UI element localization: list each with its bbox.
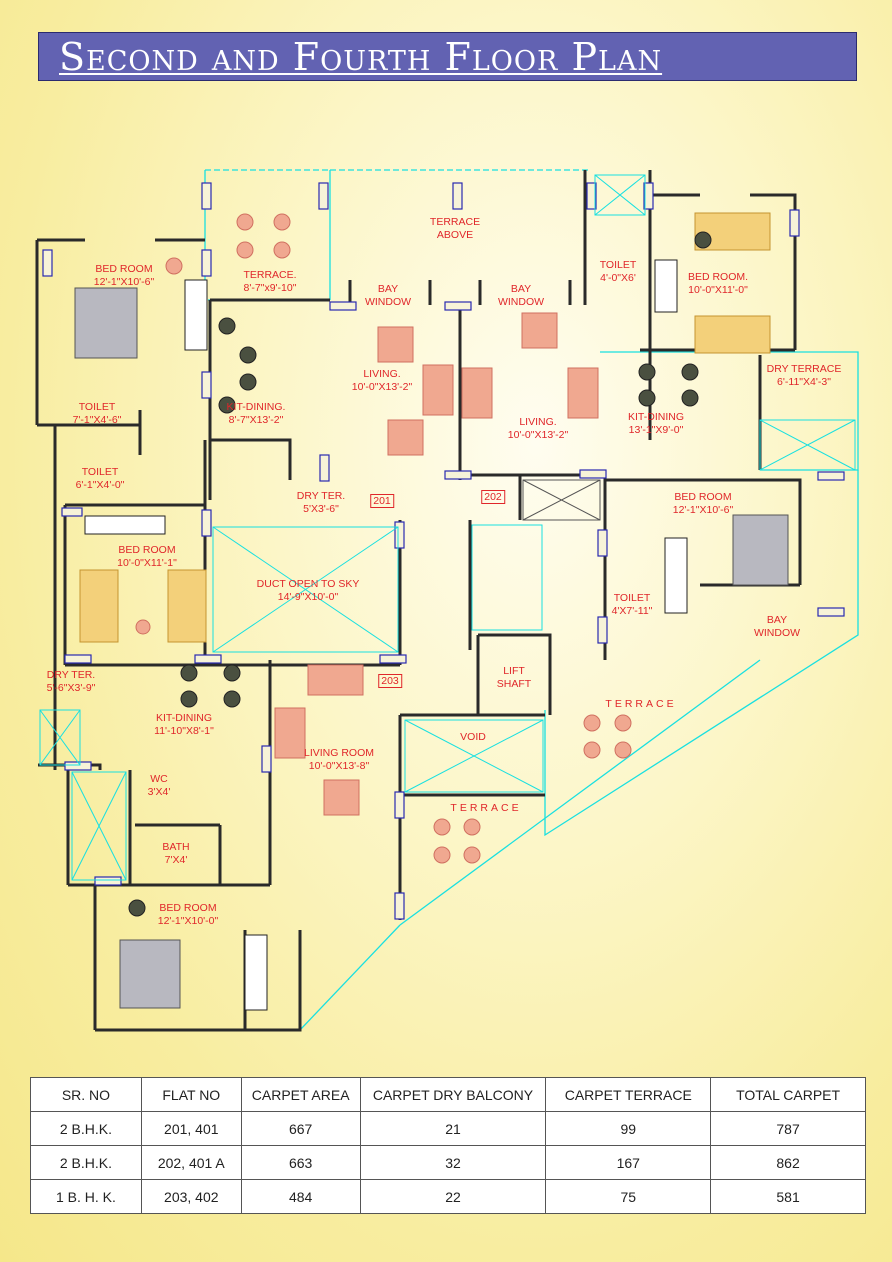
- windows: [42, 182, 845, 920]
- header-carpet-terrace: CARPET TERRACE: [545, 1077, 712, 1112]
- page-title: Second and Fourth Floor Plan: [59, 35, 663, 79]
- header-total-carpet: TOTAL CARPET: [710, 1077, 866, 1112]
- header-carpet-area: CARPET AREA: [240, 1077, 361, 1112]
- header-flat-no: FLAT NO: [140, 1077, 242, 1112]
- label-kit-dining-201: KIT-DINING.8'-7"X13'-2": [226, 401, 286, 426]
- cell: 2 B.H.K.: [30, 1111, 142, 1146]
- label-living-202: LIVING.10'-0"X13'-2": [507, 416, 569, 441]
- cell: 22: [359, 1179, 547, 1214]
- cell: 1 B. H. K.: [30, 1179, 142, 1214]
- title-banner: Second and Fourth Floor Plan: [38, 32, 857, 81]
- cell: 787: [710, 1111, 866, 1146]
- header-dry-balcony: CARPET DRY BALCONY: [359, 1077, 547, 1112]
- cell: 75: [545, 1179, 712, 1214]
- cell: 203, 402: [140, 1179, 242, 1214]
- flat-number-201: 201: [370, 494, 394, 508]
- label-living-201: LIVING.10'-0"X13'-2": [351, 368, 413, 393]
- label-terrace-s: TERRACE: [450, 802, 522, 814]
- cell: 2 B.H.K.: [30, 1145, 142, 1180]
- flat-number-202: 202: [481, 490, 505, 504]
- dining-chairs: [128, 231, 712, 917]
- label-dry-ter-w: DRY TER.5'-6"X3'-9": [46, 669, 96, 694]
- wardrobes: [84, 259, 688, 1011]
- area-table: SR. NO FLAT NO CARPET AREA CARPET DRY BA…: [30, 1077, 866, 1214]
- cell: 21: [359, 1111, 547, 1146]
- cell: 201, 401: [140, 1111, 242, 1146]
- cell: 667: [240, 1111, 361, 1146]
- cell: 99: [545, 1111, 712, 1146]
- terrace-outline: [204, 169, 859, 1031]
- cell: 202, 401 A: [140, 1145, 242, 1180]
- cell: 484: [240, 1179, 361, 1214]
- flat-number-203: 203: [378, 674, 402, 688]
- header-sr-no: SR. NO: [30, 1077, 142, 1112]
- floor-plan-drawing: [35, 169, 859, 1032]
- cell: 581: [710, 1179, 866, 1214]
- table-header-row: SR. NO FLAT NO CARPET AREA CARPET DRY BA…: [30, 1077, 866, 1112]
- cell: 32: [359, 1145, 547, 1180]
- label-bedroom-ne: BED ROOM.10'-0"X11'-0": [687, 271, 749, 296]
- cell: 663: [240, 1145, 361, 1180]
- label-terrace-e: TERRACE: [605, 698, 677, 710]
- furniture: [135, 213, 632, 864]
- ducts: [39, 174, 856, 881]
- label-dry-ter-201: DRY TER.5'X3'-6": [296, 490, 346, 515]
- cell: 167: [545, 1145, 712, 1180]
- label-void: VOID: [460, 731, 486, 743]
- cell: 862: [710, 1145, 866, 1180]
- label-terrace-n: TERRACE.8'-7"x9'-10": [243, 269, 297, 294]
